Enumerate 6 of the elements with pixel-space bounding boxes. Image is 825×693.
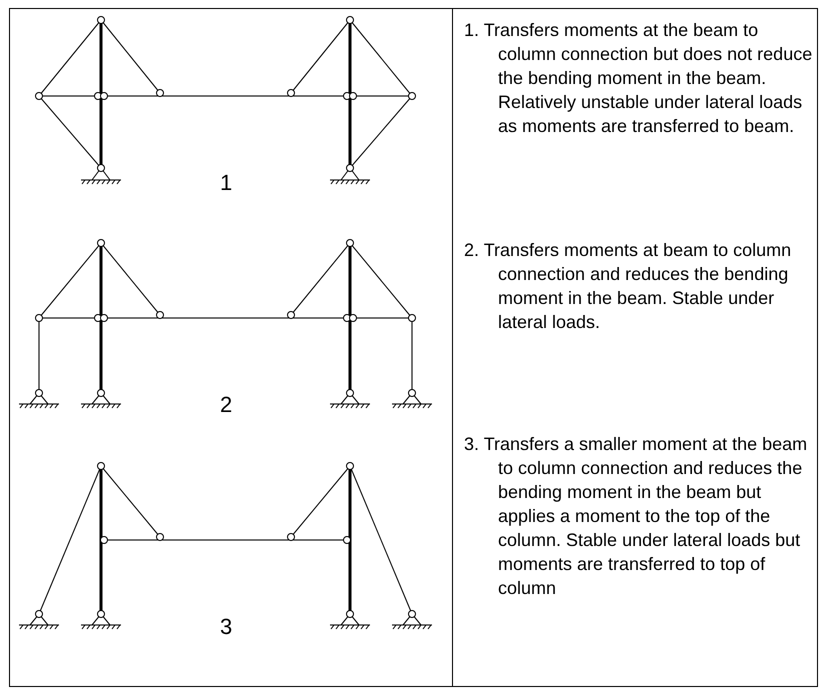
figure-number: 3	[220, 615, 232, 639]
description-text: 3. Transfers a smaller moment at the beam to column connection and reduces the bending moment in the beam but applies a moment to the top of the column. Stable under lateral loads but moments are transferred to top of column	[464, 433, 808, 600]
figure-number: 1	[220, 171, 232, 195]
description-text: 1. Transfers moments at the beam to column connection but does not reduce the bending moment in the beam. Relatively unstable under lateral loads as moments are transferred to beam.	[464, 19, 814, 138]
description-text: 2. Transfers moments at beam to column connection and reduces the bending moment in the beam. Stable under lateral loads.	[464, 239, 792, 334]
figure-number: 2	[220, 393, 232, 417]
